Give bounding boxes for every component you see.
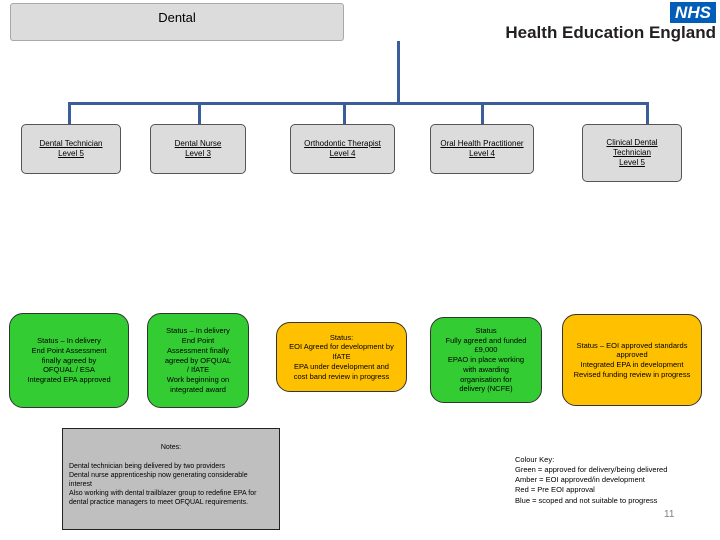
connector-trunk bbox=[397, 41, 400, 104]
colour-key-item: Green = approved for delivery/being deli… bbox=[515, 465, 668, 475]
status-line: OFQUAL / ESA bbox=[43, 365, 95, 375]
status-clinical-dental-technician: Status – EOI approved standards approved… bbox=[562, 314, 702, 406]
role-label-line: Orthodontic Therapist bbox=[304, 139, 381, 148]
status-line: EPA under development and bbox=[294, 361, 389, 371]
status-line: End Point Assessment bbox=[31, 345, 107, 355]
notes-line: interest bbox=[69, 481, 92, 489]
status-dental-nurse: Status – In delivery End Point Assessmen… bbox=[147, 313, 249, 408]
connector-horizontal bbox=[68, 102, 649, 105]
colour-key-item: Red = Pre EOI approval bbox=[515, 485, 595, 495]
role-label-line: Dental Nurse bbox=[174, 139, 222, 148]
status-line: Assessment finally bbox=[166, 345, 230, 355]
page-title: Dental bbox=[10, 3, 344, 41]
connector-drop-1 bbox=[68, 102, 71, 124]
hee-logo: NHS Health Education England bbox=[505, 2, 716, 44]
role-label-line: Technician bbox=[613, 148, 651, 157]
colour-key-item: Amber = EOI approved/in development bbox=[515, 475, 645, 485]
status-line: Integrated EPA approved bbox=[27, 375, 111, 385]
status-line: organisation for bbox=[460, 374, 512, 384]
status-line: EPAO in place working bbox=[447, 355, 525, 365]
connector-drop-3 bbox=[343, 102, 346, 124]
status-line: delivery (NCFE) bbox=[459, 384, 513, 394]
status-line: Revised funding review in progress bbox=[573, 369, 691, 379]
status-line: with awarding bbox=[463, 364, 509, 374]
role-label-line: Dental Technician bbox=[39, 139, 103, 148]
notes-title: Notes: bbox=[160, 444, 182, 451]
role-clinical-dental-technician: Clinical Dental Technician Level 5 bbox=[582, 124, 682, 182]
notes-line: Also working with dental trailblazer gro… bbox=[69, 490, 257, 498]
status-line: End Point bbox=[181, 336, 215, 346]
hee-logo-text: Health Education England bbox=[505, 23, 716, 42]
status-line: EOI Agreed for development by bbox=[289, 342, 394, 352]
colour-key-title: Colour Key: bbox=[515, 455, 555, 464]
status-line: Status: bbox=[329, 332, 354, 342]
page-number: 11 bbox=[664, 509, 675, 520]
connector-drop-2 bbox=[198, 102, 201, 124]
status-line: approved bbox=[616, 350, 648, 360]
notes-box: Notes: Dental technician being delivered… bbox=[62, 428, 280, 530]
status-line: Status bbox=[475, 325, 497, 335]
notes-line: dental practice managers to meet OFQUAL … bbox=[69, 499, 249, 507]
status-line: finally agreed by bbox=[41, 355, 97, 365]
status-oral-health-practitioner: Status Fully agreed and funded £9,000 EP… bbox=[430, 317, 542, 403]
role-label-line: Level 4 bbox=[329, 149, 356, 158]
status-line: £9,000 bbox=[474, 345, 498, 355]
role-dental-nurse: Dental Nurse Level 3 bbox=[150, 124, 246, 174]
colour-key: Colour Key: Green = approved for deliver… bbox=[515, 455, 667, 506]
status-line: agreed by OFQUAL bbox=[164, 355, 232, 365]
role-oral-health-practitioner: Oral Health Practitioner Level 4 bbox=[430, 124, 534, 174]
role-label-line: Level 3 bbox=[185, 149, 211, 158]
status-line: Integrated EPA in development bbox=[580, 360, 684, 369]
status-line: cost band review in progress bbox=[293, 371, 390, 381]
notes-line: Dental nurse apprenticeship now generati… bbox=[69, 472, 248, 480]
nhs-logo-box: NHS bbox=[670, 2, 716, 23]
status-line: Status – In delivery bbox=[37, 336, 101, 346]
notes-line: Dental technician being delivered by two… bbox=[69, 463, 226, 471]
role-label-line: Level 5 bbox=[58, 149, 84, 158]
connector-drop-4 bbox=[481, 102, 484, 124]
role-label-line: Oral Health Practitioner bbox=[440, 139, 524, 148]
status-line: / IfATE bbox=[186, 365, 210, 375]
colour-key-item: Blue = scoped and not suitable to progre… bbox=[515, 495, 658, 505]
status-line: integrated award bbox=[170, 384, 226, 394]
status-line: Status – In delivery bbox=[166, 326, 230, 336]
role-label-line: Clinical Dental bbox=[606, 138, 658, 147]
status-orthodontic-therapist: Status: EOI Agreed for development by If… bbox=[276, 322, 407, 392]
status-line: Work beginning on bbox=[166, 375, 230, 385]
role-label-line: Level 5 bbox=[619, 158, 645, 167]
status-line: Fully agreed and funded bbox=[445, 335, 527, 345]
role-dental-technician: Dental Technician Level 5 bbox=[21, 124, 121, 174]
status-dental-technician: Status – In delivery End Point Assessmen… bbox=[9, 313, 129, 408]
connector-drop-5 bbox=[646, 102, 649, 124]
status-line: IfATE bbox=[332, 352, 351, 362]
role-label-line: Level 4 bbox=[469, 149, 495, 158]
role-orthodontic-therapist: Orthodontic Therapist Level 4 bbox=[290, 124, 395, 174]
status-line: Status – EOI approved standards bbox=[576, 340, 688, 350]
